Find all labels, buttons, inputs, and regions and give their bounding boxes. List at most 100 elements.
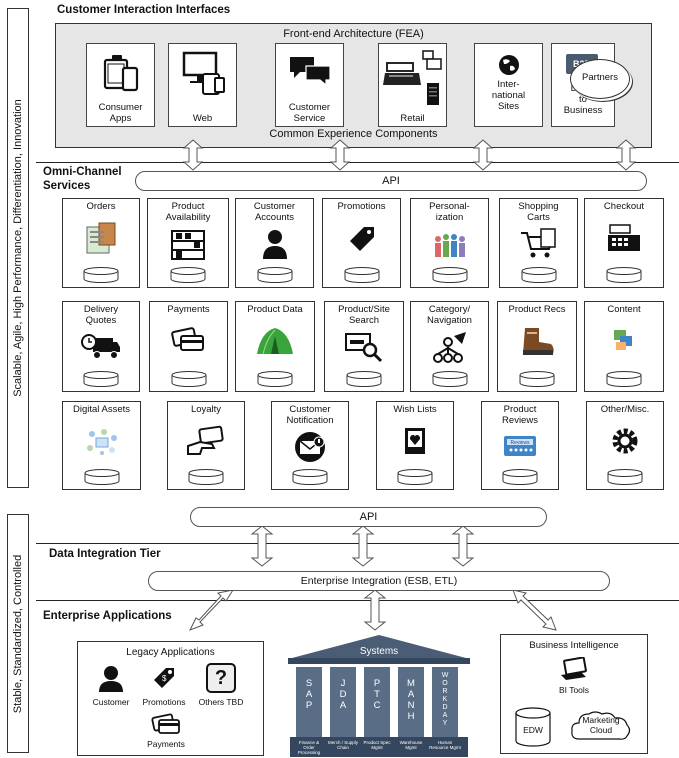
- database-icon: [292, 469, 328, 485]
- legacy-promotions-label: Promotions: [142, 697, 186, 707]
- database-icon: [519, 371, 555, 387]
- service-box: Payments: [149, 301, 228, 392]
- service-box: Loyalty: [167, 401, 245, 490]
- service-label: Wish Lists: [393, 404, 437, 415]
- database-icon: [170, 267, 206, 283]
- service-box: Orders: [62, 198, 140, 288]
- svg-text:$: $: [162, 674, 167, 683]
- systems-temple: [288, 635, 470, 757]
- service-label: Orders: [86, 201, 116, 212]
- database-icon: [606, 267, 642, 283]
- legacy-others-label: Others TBD: [198, 697, 244, 707]
- scalable-side-bar: Scalable, Agile, High Performance, Diffe…: [7, 8, 29, 488]
- database-icon: [432, 267, 467, 283]
- database-icon: [346, 371, 382, 387]
- user-icon: [262, 230, 287, 259]
- double-arrow-icon: [363, 589, 387, 631]
- laptop-icon: [561, 657, 587, 680]
- bi-tools-label: BI Tools: [558, 685, 590, 695]
- tent-icon: [257, 328, 293, 355]
- service-label: Loyalty: [190, 404, 222, 415]
- double-arrow-icon: [615, 139, 637, 171]
- service-box: Wish Lists: [376, 401, 454, 490]
- api-bar-top: API: [135, 171, 647, 191]
- service-label: Personal-ization: [429, 201, 470, 223]
- bi-title: Business Intelligence: [529, 640, 619, 651]
- ocs-section-title-2: Services: [43, 180, 91, 192]
- register-icon: [608, 224, 640, 251]
- partners-ellipse: Partners: [570, 59, 630, 99]
- edw-label: EDW: [523, 725, 543, 735]
- cards-icon: [170, 327, 204, 351]
- mobile-devices-icon: [103, 55, 139, 92]
- truck-icon: [81, 334, 120, 359]
- legacy-applications-box: Legacy Applications Customer $ Promotion…: [77, 641, 264, 756]
- marketing-cloud-icon: [571, 711, 631, 740]
- channel-label: Retail: [400, 113, 425, 124]
- service-label: Other/Misc.: [600, 404, 650, 415]
- service-box: Product Data: [235, 301, 315, 392]
- double-arrow-icon: [188, 589, 235, 631]
- legacy-title: Legacy Applications: [126, 647, 215, 658]
- legacy-customer-label: Customer: [92, 697, 130, 707]
- channel-retail: Retail: [378, 43, 447, 127]
- wishlist-icon: [405, 428, 425, 454]
- service-box: Product Recs: [497, 301, 577, 392]
- service-label: Content: [607, 304, 641, 315]
- assets-icon: [86, 429, 117, 455]
- service-box: Category/Navigation: [410, 301, 489, 392]
- separator-line: [36, 162, 679, 163]
- channel-label: Web: [192, 113, 213, 124]
- database-icon: [521, 267, 556, 283]
- double-arrow-icon: [472, 139, 494, 171]
- service-box: Checkout: [584, 198, 664, 288]
- hierarchy-icon: [432, 332, 466, 363]
- service-label: Promotions: [337, 201, 386, 212]
- database-icon: [188, 469, 224, 485]
- double-arrow-icon: [512, 589, 557, 631]
- database-icon: [344, 267, 379, 283]
- svg-text:Reviews: Reviews: [511, 440, 530, 446]
- chat-bubbles-icon: [290, 57, 331, 86]
- database-icon: [83, 267, 119, 283]
- stable-side-bar: Stable, Standardized, Controlled: [7, 514, 29, 753]
- system-footer-label: Finance & Order Processing: [297, 740, 321, 755]
- double-arrow-icon: [329, 139, 351, 171]
- boot-icon: [523, 328, 554, 355]
- database-icon: [397, 469, 433, 485]
- separator-line: [36, 600, 679, 601]
- service-label: Product Recs: [508, 304, 566, 315]
- double-arrow-icon: [351, 525, 375, 567]
- cii-section-title: Customer Interaction Interfaces: [57, 4, 231, 16]
- service-box: Content: [584, 301, 664, 392]
- shelving-icon: [171, 230, 205, 260]
- channel-web: Web: [168, 43, 237, 127]
- cart-icon: [520, 228, 556, 258]
- desktop-devices-icon: [182, 51, 225, 95]
- systems-title: Systems: [359, 646, 399, 657]
- fea-footer: Common Experience Components: [269, 128, 438, 140]
- user-icon: [99, 666, 123, 692]
- content-icon: [614, 330, 632, 350]
- globe-icon: [499, 55, 519, 75]
- service-box: Digital Assets: [62, 401, 141, 490]
- hand-card-icon: [187, 425, 224, 455]
- pos-register-icon: [383, 50, 442, 105]
- dit-section-title: Data Integration Tier: [49, 548, 161, 560]
- system-footer-label: Product Spec Mgmt: [363, 740, 391, 750]
- search-icon: [345, 333, 383, 363]
